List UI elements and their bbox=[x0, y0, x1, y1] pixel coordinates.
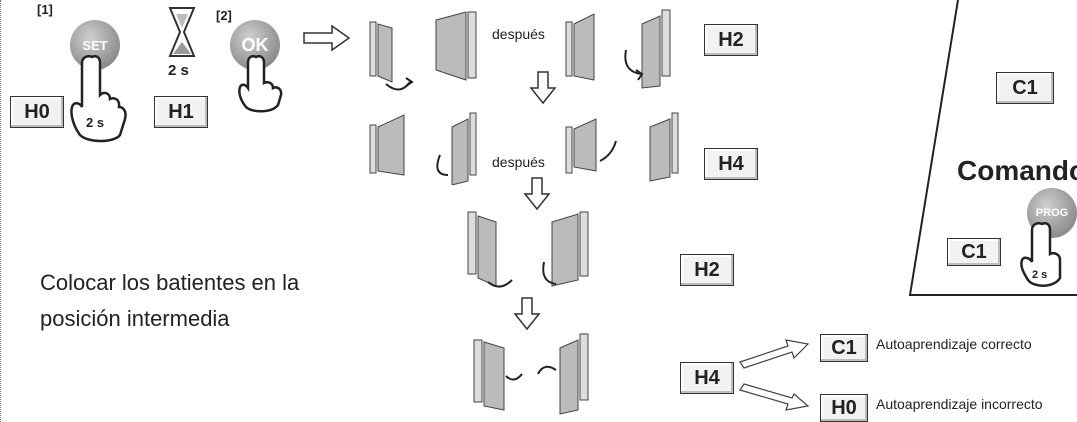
hourglass-time-label: 2 s bbox=[168, 62, 189, 79]
pointing-hand-icon bbox=[238, 55, 283, 113]
code-h0: H0 bbox=[10, 96, 64, 128]
hourglass-icon bbox=[168, 7, 196, 57]
gate-leaf-icon bbox=[537, 333, 589, 415]
arrow-down-outline-icon bbox=[523, 177, 551, 211]
gate-leaf-icon bbox=[565, 118, 617, 174]
gate-leaf-icon bbox=[473, 339, 523, 411]
code-c1-panel-top: C1 bbox=[996, 72, 1054, 104]
code-h4-final: H4 bbox=[680, 362, 734, 394]
step-2-tag: [2] bbox=[216, 8, 232, 23]
gate-leaf-icon bbox=[435, 11, 477, 81]
arrow-down-outline-icon bbox=[529, 71, 557, 105]
gate-leaf-icon bbox=[624, 9, 671, 89]
arrow-right-outline-icon bbox=[303, 24, 351, 52]
page-border-dotted bbox=[0, 0, 1, 422]
code-h1: H1 bbox=[154, 96, 208, 128]
code-h2-row1: H2 bbox=[704, 24, 758, 56]
caption-line-2: posición intermedia bbox=[40, 306, 230, 331]
gate-leaf-icon bbox=[436, 112, 477, 185]
result-correct-label: Autoaprendizaje correcto bbox=[876, 336, 1032, 352]
hand-time-label: 2 s bbox=[86, 115, 104, 130]
caption-line-1: Colocar los batientes en la bbox=[40, 270, 300, 295]
pointing-hand-icon: 2 s bbox=[1020, 222, 1062, 287]
despues-label-2: después bbox=[492, 154, 545, 170]
code-h4-row2: H4 bbox=[704, 148, 758, 180]
code-h2-row3: H2 bbox=[680, 254, 734, 286]
arrow-up-right-outline-icon bbox=[739, 339, 810, 369]
arrow-down-outline-icon bbox=[513, 297, 541, 331]
gate-sequence-row-2 bbox=[369, 112, 679, 185]
gate-sequence-row-3 bbox=[467, 211, 589, 288]
panel-heading: Comando bbox=[957, 155, 1077, 186]
gate-leaf-icon bbox=[542, 211, 589, 287]
gate-leaf-icon bbox=[649, 112, 679, 182]
code-c1-result: C1 bbox=[820, 334, 868, 362]
gate-leaf-icon bbox=[369, 114, 405, 176]
result-incorrect-label: Autoaprendizaje incorrecto bbox=[876, 396, 1043, 412]
gate-sequence-row-1 bbox=[369, 9, 671, 91]
hand-time-label: 2 s bbox=[1032, 269, 1047, 281]
arrow-down-right-outline-icon bbox=[739, 383, 810, 411]
prog-panel-outline bbox=[908, 0, 1077, 296]
gate-leaf-icon bbox=[369, 21, 414, 91]
despues-label-1: después bbox=[492, 26, 545, 42]
code-h0-result: H0 bbox=[820, 394, 868, 422]
code-c1-panel-bottom: C1 bbox=[947, 238, 1001, 266]
gate-leaf-icon bbox=[565, 13, 595, 81]
pointing-hand-icon: 2 s bbox=[70, 55, 127, 143]
gate-sequence-row-4 bbox=[473, 333, 589, 415]
step-1-tag: [1] bbox=[37, 2, 53, 17]
result-arrows bbox=[739, 339, 810, 411]
gate-leaf-icon bbox=[467, 211, 513, 288]
